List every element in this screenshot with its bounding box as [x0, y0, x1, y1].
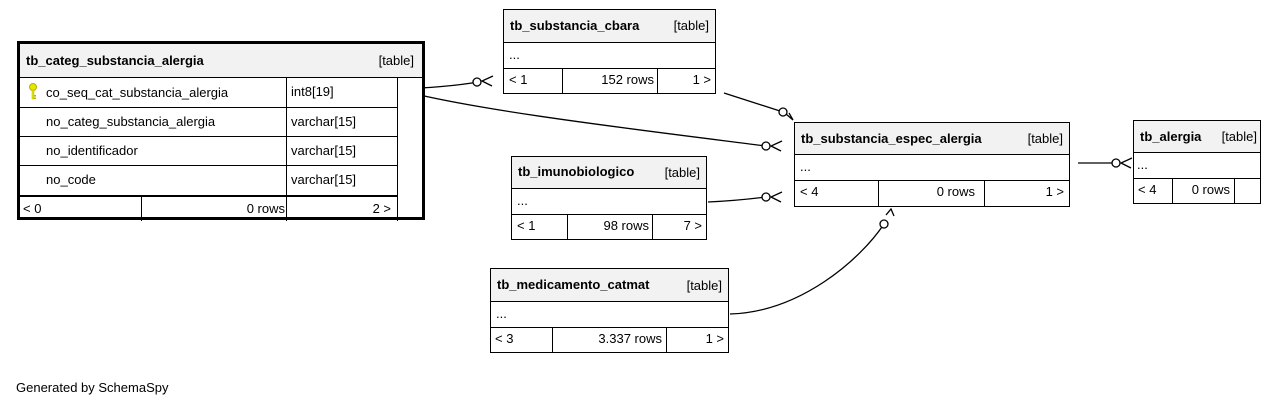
link-end-circle — [1111, 158, 1121, 168]
table-type: [table] — [1221, 129, 1257, 144]
table-ellipsis: ... — [512, 189, 706, 215]
children-link[interactable]: 1 > — [1045, 184, 1064, 199]
parents-link[interactable]: < 1 — [517, 218, 536, 233]
table-name: tb_substancia_espec_alergia — [801, 131, 982, 146]
column-row[interactable]: no_identificador varchar[15] — [20, 136, 397, 166]
crowfoot-arrow — [885, 207, 895, 217]
table-header: tb_categ_substancia_alergia [table] — [20, 44, 422, 78]
column-name: no_identificador — [46, 143, 138, 158]
link-end-circle — [761, 192, 771, 202]
generated-by-footer: Generated by SchemaSpy — [16, 380, 169, 395]
link-catmat-espec — [729, 223, 885, 315]
link-end-circle — [879, 219, 889, 229]
table-tb-medicamento-catmat[interactable]: tb_medicamento_catmat [table] ... < 3 3.… — [490, 268, 729, 353]
table-ellipsis: ... — [491, 302, 728, 328]
column-name: no_categ_substancia_alergia — [46, 114, 216, 129]
table-name: tb_medicamento_catmat — [497, 277, 650, 292]
row-count: 0 rows — [936, 184, 975, 199]
table-tb-imunobiologico[interactable]: tb_imunobiologico [table] ... < 1 98 row… — [511, 156, 707, 240]
parents-link[interactable]: < 4 — [800, 184, 819, 199]
column-datatype: varchar[15] — [291, 172, 357, 187]
row-count: 0 rows — [1191, 182, 1230, 197]
column-list: co_seq_cat_substancia_alergia int8[19] n… — [20, 78, 398, 196]
table-type: [table] — [664, 165, 700, 180]
column-name: co_seq_cat_substancia_alergia — [46, 85, 229, 100]
table-header: tb_alergia [table] — [1134, 121, 1260, 153]
table-name: tb_categ_substancia_alergia — [26, 53, 204, 68]
column-row[interactable]: no_categ_substancia_alergia varchar[15] — [20, 107, 397, 137]
children-link[interactable]: 1 > — [705, 331, 724, 346]
column-datatype: varchar[15] — [291, 143, 357, 158]
table-ellipsis: ... — [795, 155, 1069, 181]
link-end-circle — [778, 107, 788, 117]
crowfoot-arrow — [785, 112, 794, 121]
table-type: [table] — [686, 278, 722, 293]
table-ellipsis: ... — [1134, 153, 1260, 179]
row-count: 98 rows — [603, 218, 649, 233]
crowfoot-arrow — [1119, 157, 1133, 169]
row-count: 0 rows — [246, 201, 285, 216]
table-tb-alergia[interactable]: tb_alergia [table] ... < 4 0 rows — [1133, 120, 1261, 204]
table-footer: < 4 0 rows — [1134, 178, 1260, 203]
table-header: tb_imunobiologico [table] — [512, 157, 706, 189]
column-datatype: int8[19] — [291, 84, 334, 99]
table-tb-substancia-cbara[interactable]: tb_substancia_cbara [table] ... < 1 152 … — [503, 9, 716, 94]
table-header: tb_substancia_cbara [table] — [504, 10, 715, 43]
column-datatype: varchar[15] — [291, 114, 357, 129]
parents-link[interactable]: < 3 — [495, 331, 514, 346]
table-name: tb_imunobiologico — [518, 164, 635, 179]
crowfoot-arrow — [480, 75, 494, 87]
table-type: [table] — [1027, 131, 1063, 146]
parents-link[interactable]: < 4 — [1138, 182, 1157, 197]
table-footer: < 1 98 rows 7 > — [512, 214, 706, 239]
key-icon — [28, 83, 38, 101]
children-link[interactable]: 7 > — [683, 218, 702, 233]
table-name: tb_alergia — [1140, 129, 1202, 144]
link-main-espec — [395, 88, 767, 147]
table-ellipsis: ... — [504, 43, 715, 69]
table-footer: < 0 0 rows 2 > — [20, 196, 398, 221]
table-tb-categ-substancia-alergia[interactable]: tb_categ_substancia_alergia [table] co_s… — [17, 41, 425, 221]
table-header: tb_medicamento_catmat [table] — [491, 269, 728, 302]
table-type: [table] — [378, 53, 414, 68]
children-link[interactable]: 1 > — [692, 72, 711, 87]
link-imuno-espec — [707, 196, 767, 203]
row-count: 152 rows — [601, 72, 654, 87]
parents-link[interactable]: < 1 — [509, 72, 528, 87]
table-header: tb_substancia_espec_alergia [table] — [795, 123, 1069, 155]
column-row[interactable]: no_code varchar[15] — [20, 165, 397, 196]
row-count: 3.337 rows — [598, 331, 662, 346]
table-type: [table] — [673, 18, 709, 33]
link-end-circle — [472, 77, 482, 87]
table-footer: < 1 152 rows 1 > — [504, 68, 715, 93]
column-row[interactable]: co_seq_cat_substancia_alergia int8[19] — [20, 78, 397, 108]
table-footer: < 4 0 rows 1 > — [795, 180, 1069, 206]
table-footer: < 3 3.337 rows 1 > — [491, 327, 728, 352]
link-end-circle — [761, 141, 771, 151]
crowfoot-arrow — [769, 191, 783, 203]
table-name: tb_substancia_cbara — [510, 18, 640, 33]
parents-link[interactable]: < 0 — [23, 201, 42, 216]
children-link[interactable]: 2 > — [372, 201, 391, 216]
link-cbara-espec — [723, 92, 781, 112]
table-tb-substancia-espec-alergia[interactable]: tb_substancia_espec_alergia [table] ... … — [794, 122, 1070, 207]
column-name: no_code — [46, 172, 96, 187]
crowfoot-arrow — [769, 140, 783, 152]
